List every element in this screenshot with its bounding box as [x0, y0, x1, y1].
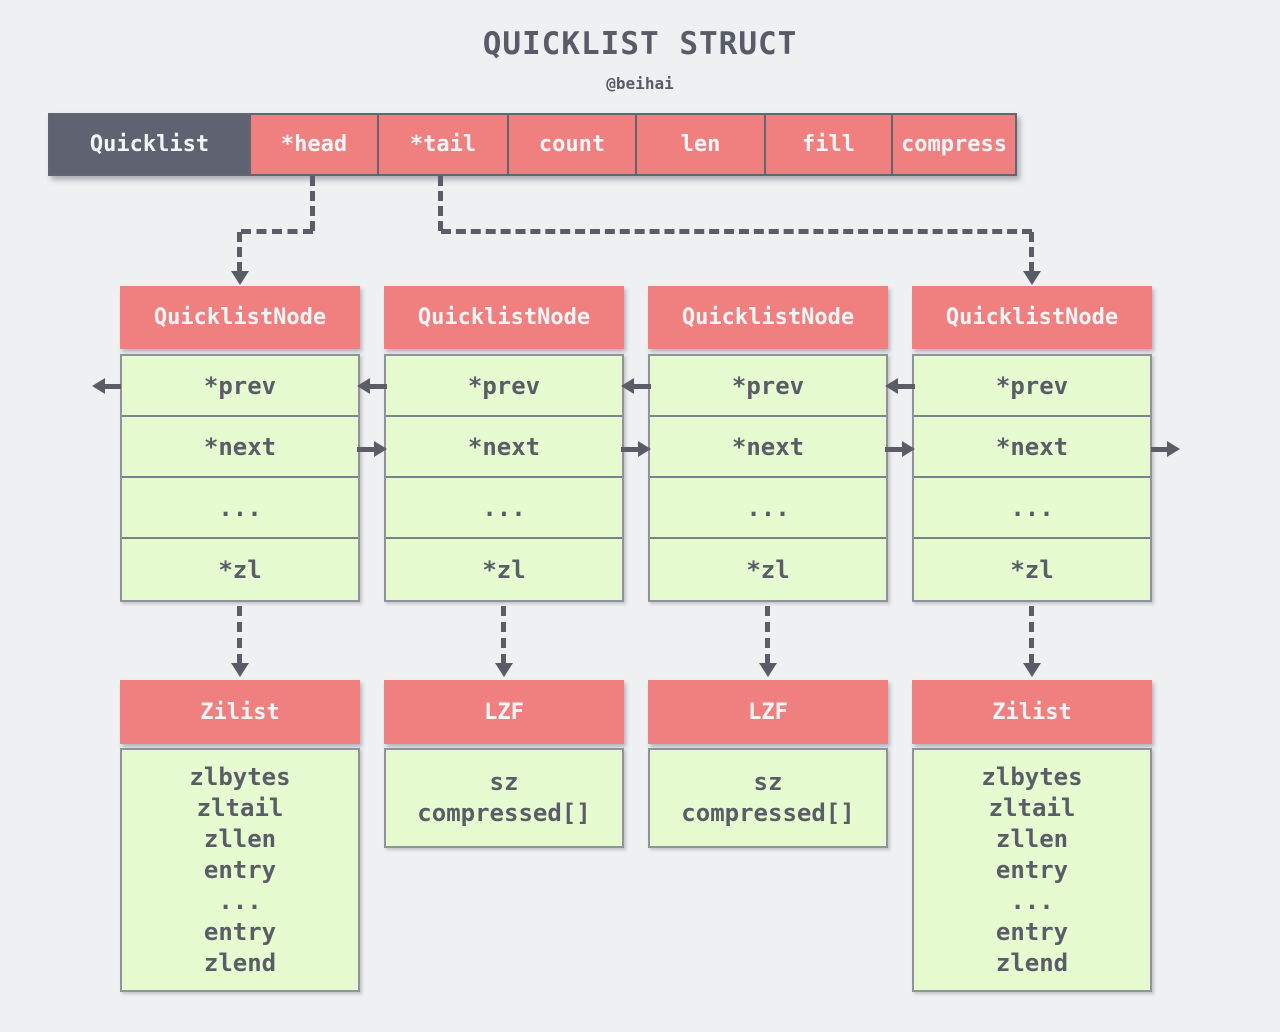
head-pointer-line: [241, 229, 313, 234]
ziplist-line: entry: [995, 917, 1069, 946]
node-title: QuicklistNode: [120, 286, 360, 349]
node-row-prev: *prev: [914, 356, 1150, 417]
node-row-prev: *prev: [650, 356, 886, 417]
prev-arrow-left-icon: [885, 378, 915, 394]
node-title: QuicklistNode: [648, 286, 888, 349]
next-arrow-right-icon: [357, 441, 387, 457]
node-title: QuicklistNode: [912, 286, 1152, 349]
node-row-ellipsis: ...: [122, 478, 358, 539]
ziplist-line: ...: [1010, 886, 1054, 915]
quicklist-node-1: QuicklistNode *prev *next ... *zl: [120, 286, 360, 602]
lzf-line: compressed[]: [681, 799, 855, 827]
box-title: LZF: [648, 680, 888, 744]
ziplist-line: zltail: [988, 793, 1076, 822]
lzf-box-2: LZF sz compressed[]: [648, 680, 888, 848]
quicklist-struct-bar: Quicklist *head *tail count len fill com…: [48, 113, 1017, 176]
field-cell-tail: *tail: [379, 115, 509, 174]
tail-pointer-line: [438, 176, 443, 231]
ziplist-line: entry: [995, 855, 1069, 884]
node-row-zl: *zl: [746, 555, 790, 584]
zl-pointer-line: [237, 606, 242, 664]
zl-arrow-icon: [231, 663, 249, 677]
ziplist-line: zlend: [995, 948, 1069, 977]
ziplist-line: zlend: [203, 948, 277, 977]
node-row-ellipsis: ...: [650, 478, 886, 539]
lzf-box-1: LZF sz compressed[]: [384, 680, 624, 848]
node-title: QuicklistNode: [384, 286, 624, 349]
ziplist-line: entry: [203, 917, 277, 946]
box-title: Zilist: [912, 680, 1152, 744]
node-row-next: *next: [914, 417, 1150, 478]
prev-arrow-left-icon: [357, 378, 387, 394]
ziplist-box-1: Zilist zlbytes zltail zllen entry ... en…: [120, 680, 360, 992]
node-row-zl: *zl: [1010, 555, 1054, 584]
node-row-next: *next: [650, 417, 886, 478]
lzf-line: sz: [489, 768, 519, 796]
node-row-ellipsis: ...: [914, 478, 1150, 539]
quicklist-node-2: QuicklistNode *prev *next ... *zl: [384, 286, 624, 602]
ziplist-line: zlbytes: [981, 762, 1083, 791]
node-row-zl: *zl: [218, 555, 262, 584]
ziplist-line: zlbytes: [189, 762, 291, 791]
quicklist-label-cell: Quicklist: [50, 115, 251, 174]
tail-pointer-line: [441, 229, 1032, 234]
ziplist-line: ...: [218, 886, 262, 915]
ziplist-line: zltail: [196, 793, 284, 822]
ziplist-box-2: Zilist zlbytes zltail zllen entry ... en…: [912, 680, 1152, 992]
node-row-prev: *prev: [122, 356, 358, 417]
prev-arrow-left-icon: [621, 378, 651, 394]
author-credit: @beihai: [606, 74, 674, 93]
next-arrow-right-icon: [1151, 441, 1180, 457]
head-arrow-icon: [231, 271, 249, 285]
tail-pointer-line: [1029, 232, 1034, 272]
node-row-ellipsis: ...: [386, 478, 622, 539]
field-cell-len: len: [637, 115, 766, 174]
ziplist-line: zllen: [203, 824, 277, 853]
node-row-next: *next: [386, 417, 622, 478]
head-pointer-line: [237, 232, 242, 272]
field-cell-head: *head: [251, 115, 379, 174]
zl-arrow-icon: [495, 663, 513, 677]
prev-arrow-left-icon: [92, 378, 121, 394]
box-title: LZF: [384, 680, 624, 744]
zl-arrow-icon: [1023, 663, 1041, 677]
next-arrow-right-icon: [885, 441, 915, 457]
box-title: Zilist: [120, 680, 360, 744]
zl-pointer-line: [765, 606, 770, 664]
node-row-zl: *zl: [482, 555, 526, 584]
page-title: QUICKLIST STRUCT: [482, 26, 798, 62]
zl-arrow-icon: [759, 663, 777, 677]
field-cell-count: count: [509, 115, 637, 174]
lzf-line: compressed[]: [417, 799, 591, 827]
ziplist-line: entry: [203, 855, 277, 884]
node-row-prev: *prev: [386, 356, 622, 417]
lzf-line: sz: [753, 768, 783, 796]
quicklist-node-3: QuicklistNode *prev *next ... *zl: [648, 286, 888, 602]
node-row-next: *next: [122, 417, 358, 478]
tail-arrow-icon: [1023, 271, 1041, 285]
ziplist-line: zllen: [995, 824, 1069, 853]
head-pointer-line: [310, 176, 315, 231]
zl-pointer-line: [501, 606, 506, 664]
zl-pointer-line: [1029, 606, 1034, 664]
next-arrow-right-icon: [621, 441, 651, 457]
field-cell-fill: fill: [766, 115, 893, 174]
field-cell-compress: compress: [893, 115, 1015, 174]
quicklist-node-4: QuicklistNode *prev *next ... *zl: [912, 286, 1152, 602]
